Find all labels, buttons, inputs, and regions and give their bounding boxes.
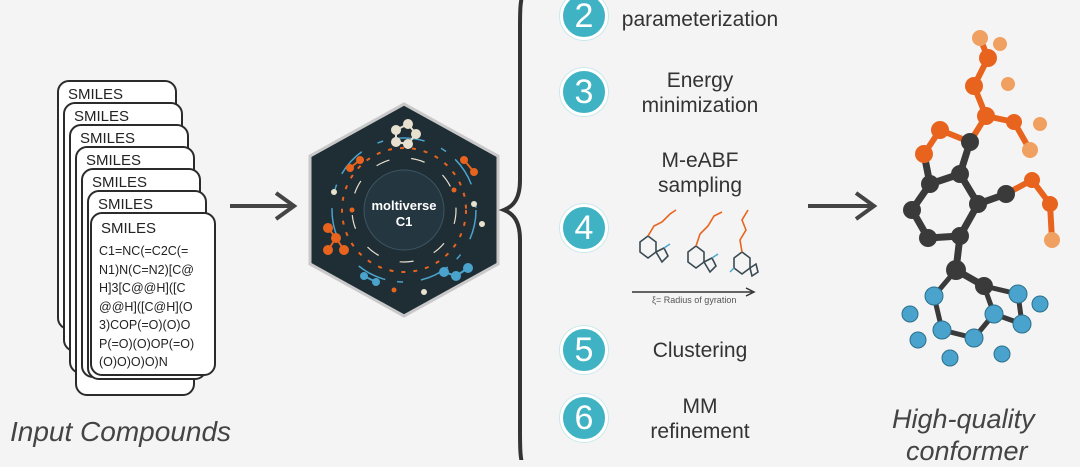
hexagon-subtitle: C1 — [395, 214, 413, 229]
step-label-energy-minimization: Energy minimization — [641, 69, 759, 117]
step-number-3: 3 — [560, 68, 608, 116]
smiles-card-label: SMILES — [98, 196, 154, 213]
step-number-6: 6 — [560, 394, 608, 442]
curly-brace — [498, 0, 524, 460]
hexagon-title: moltiverse — [371, 198, 437, 213]
smiles-card-label: SMILES — [80, 130, 136, 147]
sampling-axis-label: ξ= Radius of gyration — [652, 295, 737, 305]
smiles-card-label: SMILES — [101, 220, 157, 237]
smiles-card-label: SMILES — [92, 174, 148, 191]
smiles-card-label: SMILES — [74, 108, 130, 125]
sampling-conformers-illustration — [632, 209, 759, 297]
smiles-code: C1=NC(=C2C(= N1)N(C=N2)[C@ H]3[C@@H]([C … — [99, 244, 195, 369]
output-title-line2: conformer — [906, 436, 1028, 466]
moltiverse-hexagon-logo — [308, 102, 500, 318]
step-label-parameterization: parameterization — [621, 8, 779, 31]
output-title-line1: High-quality — [892, 404, 1035, 434]
step-number-2: 2 — [560, 0, 608, 40]
step-label-mm-refinement: MM refinement — [650, 395, 750, 443]
smiles-card-front: SMILES — [90, 212, 216, 376]
input-compounds-title: Input Compounds — [10, 416, 232, 447]
hexagon-text: moltiverse C1 — [344, 198, 464, 229]
step-label-clustering: Clustering — [652, 339, 748, 362]
arrow-right-icon — [230, 191, 298, 221]
smiles-card-label: SMILES — [68, 86, 124, 103]
smiles-card-label: SMILES — [86, 152, 142, 169]
arrow-right-icon — [808, 191, 878, 221]
conformer-molecule-illustration — [901, 30, 1060, 367]
step-label-m-eabf-sampling: M-eABF sampling — [657, 149, 743, 197]
step-number-4: 4 — [560, 204, 608, 252]
step-number-5: 5 — [560, 326, 608, 374]
